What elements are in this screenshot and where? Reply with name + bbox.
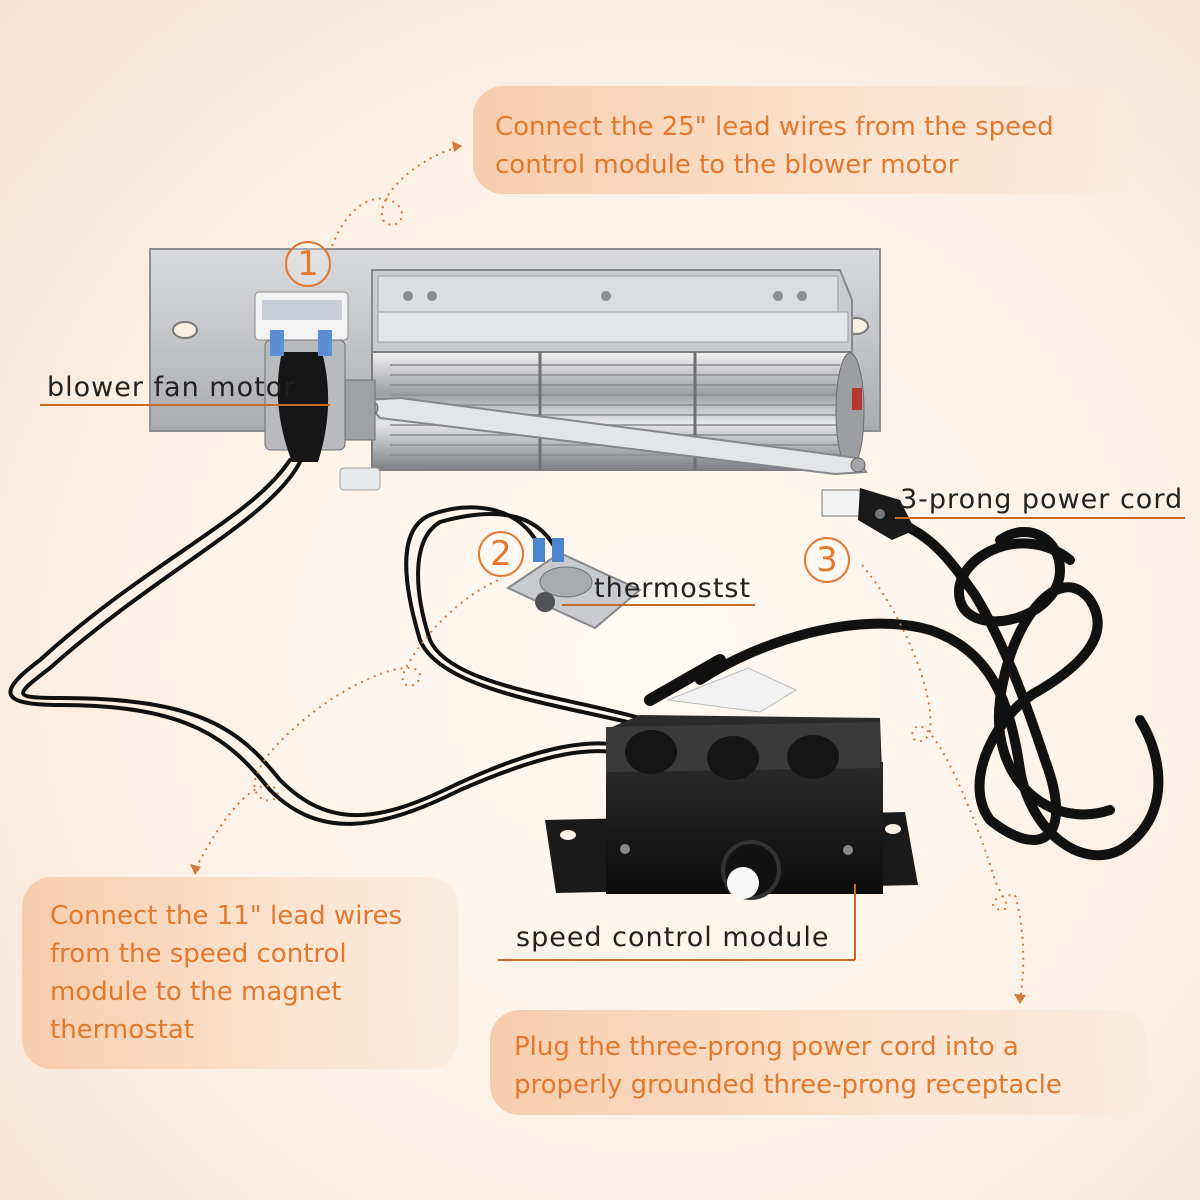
thermostat-label: thermostst bbox=[594, 573, 752, 604]
leader-lines bbox=[40, 404, 1185, 961]
step-3-badge: 3 bbox=[804, 537, 850, 583]
step-2-badge: 2 bbox=[478, 531, 524, 577]
blower-fan-motor-label: blower fan motor bbox=[47, 372, 296, 403]
motor-wiring-instruction: Connect the 25" lead wires from the spee… bbox=[495, 112, 1054, 180]
dotted-arrows bbox=[194, 145, 1025, 1001]
power-plug bbox=[821, 488, 915, 540]
step-1-badge: 1 bbox=[285, 241, 331, 287]
arrow-heads bbox=[190, 141, 1026, 1004]
magnet-thermostat bbox=[505, 538, 642, 630]
blower-assembly bbox=[149, 248, 881, 491]
thermostat-wiring-callout: Connect the 11" lead wires from the spee… bbox=[22, 877, 458, 1069]
power-cord-label: 3-prong power cord bbox=[900, 484, 1184, 515]
bracket-bar bbox=[362, 396, 868, 476]
speed-control-module-label: speed control module bbox=[516, 922, 830, 953]
motor-wiring-callout: Connect the 25" lead wires from the spee… bbox=[473, 86, 1130, 194]
power-plug-callout: Plug the three-prong power cord into a p… bbox=[490, 1010, 1147, 1115]
motor-body bbox=[254, 291, 376, 462]
housing-lid bbox=[377, 311, 849, 343]
thermostat-wiring-instruction: Connect the 11" lead wires from the spee… bbox=[50, 901, 403, 1045]
wiring bbox=[8, 458, 1164, 861]
speed-control-module bbox=[545, 667, 918, 900]
power-plug-instruction: Plug the three-prong power cord into a p… bbox=[514, 1032, 1062, 1100]
mounting-slot bbox=[172, 321, 198, 339]
